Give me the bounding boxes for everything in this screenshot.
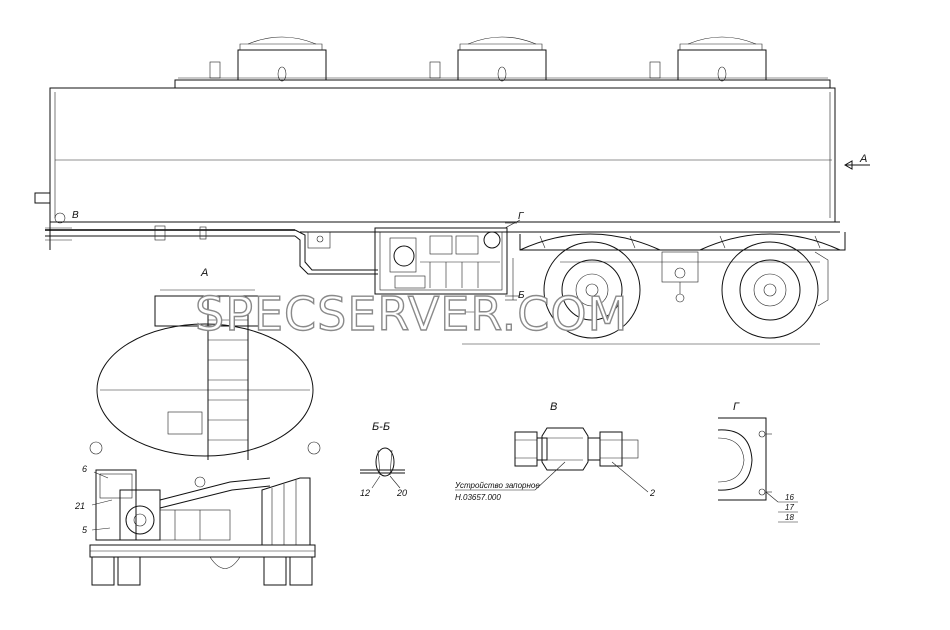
view-v-title: В (550, 401, 557, 413)
tank-side-view (34, 77, 836, 250)
callout-12: 12 (360, 488, 370, 498)
callout-17: 17 (785, 503, 794, 512)
device-note-line2: Н.03657.000 (455, 493, 501, 502)
callout-2: 2 (649, 488, 655, 498)
callout-20: 20 (396, 488, 407, 498)
section-bb-title: Б-Б (372, 421, 390, 433)
view-g-title: Г (733, 401, 740, 413)
view-a-title: A (200, 267, 208, 279)
callout-21: 21 (74, 501, 85, 511)
callout-6: 6 (82, 464, 87, 474)
device-note-line1: Устройство запорное (454, 481, 540, 490)
view-b-marker: Б (518, 290, 525, 301)
manholes (209, 36, 767, 82)
callout-5: 5 (82, 525, 88, 535)
section-marks (455, 160, 870, 313)
pipeline (45, 212, 378, 275)
view-v-marker: В (72, 210, 79, 221)
watermark-text: SPECSERVER.COM (195, 287, 628, 341)
pump-compartment (374, 219, 521, 300)
view-g-marker: Г (518, 211, 525, 222)
view-a-arrow-label: A (859, 153, 867, 165)
view-g-bracket (717, 417, 798, 523)
rear-view-a (89, 289, 321, 586)
running-gear (462, 233, 841, 345)
callout-18: 18 (785, 513, 794, 522)
section-b-b (360, 447, 405, 489)
callout-16: 16 (785, 493, 794, 502)
view-v-coupling (455, 427, 649, 493)
